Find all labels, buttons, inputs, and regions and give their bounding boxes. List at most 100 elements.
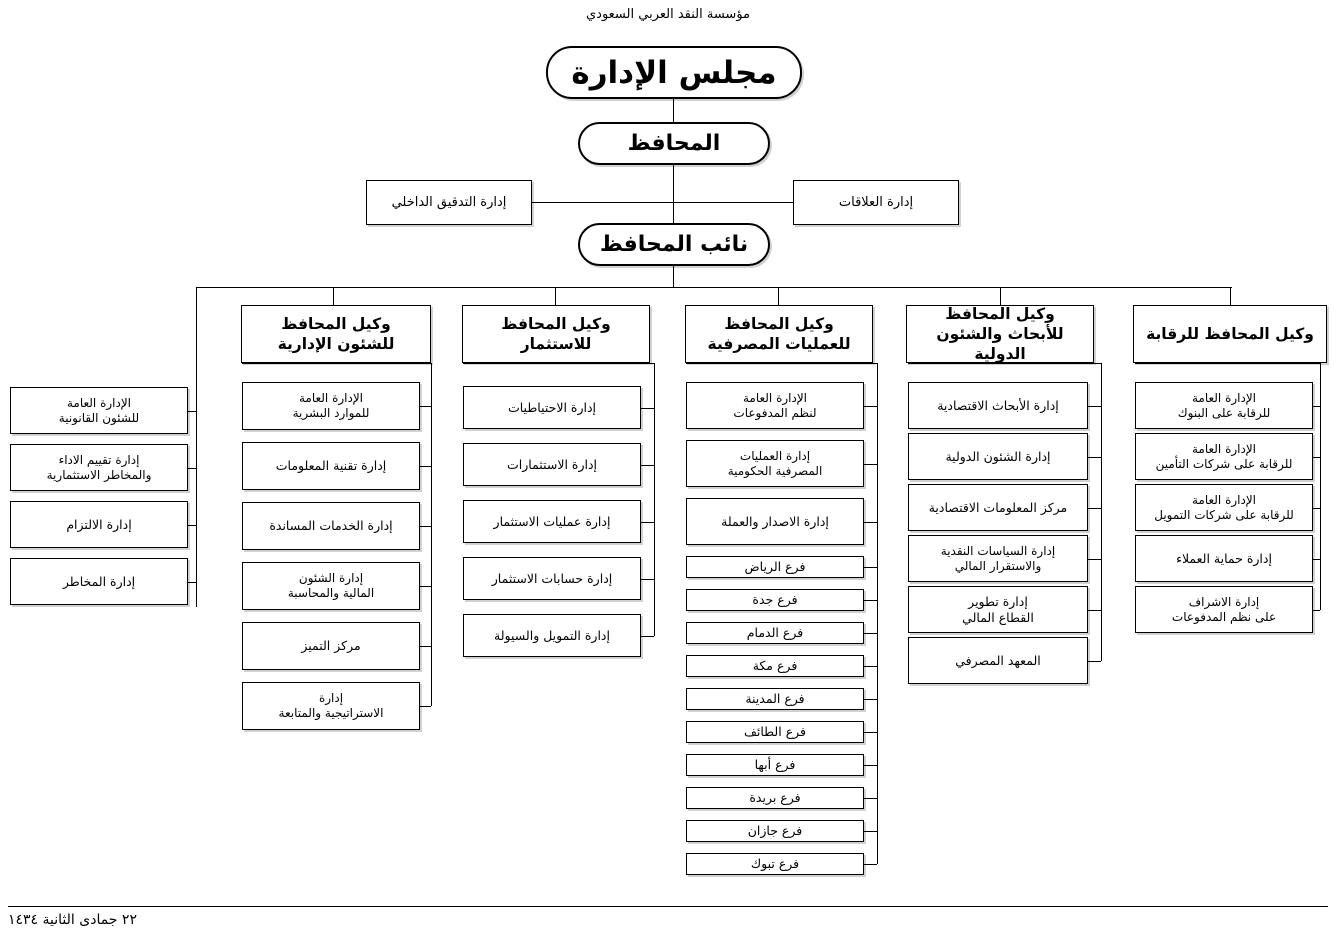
connector-legal-and-risk-stub-2 [188, 524, 196, 526]
connector-research-international-stub-4 [1088, 609, 1101, 611]
node-research-international-item-1[interactable]: إدارة الشئون الدولية [908, 433, 1088, 480]
node-banking-operations-item-11-label: فرع جازان [747, 823, 803, 838]
node-legal-and-risk-item-2[interactable]: إدارة الالتزام [10, 501, 188, 548]
connector-investment-spine [654, 363, 656, 636]
node-administrative-affairs-item-1-label: إدارة تقنية المعلومات [275, 458, 387, 473]
node-investment-item-3[interactable]: إدارة حسابات الاستثمار [463, 557, 641, 600]
node-administrative-affairs-item-3-label: إدارة الشئون المالية والمحاسبة [287, 571, 375, 600]
connector-drop-supervision [1230, 287, 1232, 305]
connector-supervision-stub-3 [1313, 558, 1320, 560]
node-supervision-item-3-label: إدارة حماية العملاء [1176, 550, 1272, 566]
node-banking-operations-item-9-label: فرع أبها [754, 757, 796, 772]
node-research-international-item-2[interactable]: مركز المعلومات الاقتصادية [908, 484, 1088, 531]
node-internal-audit-label: إدارة التدقيق الداخلي [391, 195, 507, 210]
node-banking-operations-item-6[interactable]: فرع مكة [686, 655, 864, 677]
connector-research-international-stub-5 [1088, 660, 1101, 662]
node-research-international-item-5-label: المعهد المصرفي [955, 652, 1041, 668]
node-legal-and-risk-item-1-label: إدارة تقييم الاداء والمخاطر الاستثمارية [46, 452, 152, 482]
connector-administrative-affairs-head-elbow [242, 363, 431, 365]
connector-investment-head-elbow [463, 363, 654, 365]
connector-banking-operations-stub-10 [864, 798, 877, 800]
node-head-investment-label: وكيل المحافظ للاستثمار [501, 315, 611, 353]
node-administrative-affairs-item-1[interactable]: إدارة تقنية المعلومات [242, 442, 420, 490]
node-board-of-directors[interactable]: مجلس الإدارة [546, 46, 802, 99]
node-banking-operations-item-2-label: إدارة الاصدار والعملة [721, 513, 829, 529]
node-banking-operations-item-5[interactable]: فرع الدمام [686, 622, 864, 644]
connector-drop-investment [555, 287, 557, 305]
node-governor[interactable]: المحافظ [578, 122, 770, 165]
node-relations[interactable]: إدارة العلاقات [793, 180, 959, 225]
node-administrative-affairs-item-2[interactable]: إدارة الخدمات المساندة [242, 502, 420, 550]
node-supervision-item-2[interactable]: الإدارة العامة للرقابة على شركات التمويل [1135, 484, 1313, 531]
node-banking-operations-item-11[interactable]: فرع جازان [686, 820, 864, 842]
node-banking-operations-item-1-label: إدارة العمليات المصرفية الحكومية [727, 448, 823, 478]
connector-supervision-stub-0 [1313, 405, 1320, 407]
node-head-research-international[interactable]: وكيل المحافظ للأبحاث والشئون الدولية [906, 305, 1094, 363]
node-banking-operations-item-10[interactable]: فرع بريدة [686, 787, 864, 809]
node-research-international-item-4[interactable]: إدارة تطوير القطاع المالي [908, 586, 1088, 633]
node-supervision-item-2-label: الإدارة العامة للرقابة على شركات التمويل [1154, 492, 1294, 522]
connector-banking-operations-stub-0 [864, 405, 877, 407]
page-title-text: مؤسسة النقد العربي السعودي [579, 7, 757, 22]
node-supervision-item-4[interactable]: إدارة الاشراف على نظم المدفوعات [1135, 586, 1313, 633]
node-head-research-international-label: وكيل المحافظ للأبحاث والشئون الدولية [936, 305, 1064, 363]
connector-banking-operations-stub-9 [864, 765, 877, 767]
node-investment-item-4[interactable]: إدارة التمويل والسيولة [463, 614, 641, 657]
connector-investment-stub-0 [641, 407, 654, 409]
node-banking-operations-item-9[interactable]: فرع أبها [686, 754, 864, 776]
connector-banking-operations-stub-8 [864, 732, 877, 734]
node-legal-and-risk-item-1[interactable]: إدارة تقييم الاداء والمخاطر الاستثمارية [10, 444, 188, 491]
node-head-banking-operations[interactable]: وكيل المحافظ للعمليات المصرفية [685, 305, 873, 363]
page-title: مؤسسة النقد العربي السعودي [0, 7, 1336, 22]
node-banking-operations-item-2[interactable]: إدارة الاصدار والعملة [686, 498, 864, 545]
node-banking-operations-item-4-label: فرع جدة [752, 592, 798, 607]
node-banking-operations-item-3[interactable]: فرع الرياض [686, 556, 864, 578]
node-research-international-item-2-label: مركز المعلومات الاقتصادية [928, 499, 1068, 515]
node-head-investment[interactable]: وكيل المحافظ للاستثمار [462, 305, 650, 363]
node-legal-and-risk-item-2-label: إدارة الالتزام [66, 516, 132, 532]
connector-banking-operations-stub-1 [864, 463, 877, 465]
node-investment-item-1[interactable]: إدارة الاستثمارات [463, 443, 641, 486]
connector-administrative-affairs-stub-3 [420, 586, 431, 588]
node-supervision-item-0[interactable]: الإدارة العامة للرقابة على البنوك [1135, 382, 1313, 429]
connector-supervision-spine [1320, 363, 1322, 610]
node-banking-operations-item-7[interactable]: فرع المدينة [686, 688, 864, 710]
node-banking-operations-item-5-label: فرع الدمام [746, 625, 804, 640]
node-deputy-governor[interactable]: نائب المحافظ [578, 223, 770, 266]
node-investment-item-0[interactable]: إدارة الاحتياطيات [463, 386, 641, 429]
node-research-international-item-0[interactable]: إدارة الأبحاث الاقتصادية [908, 382, 1088, 429]
node-banking-operations-item-7-label: فرع المدينة [745, 691, 805, 706]
node-head-supervision[interactable]: وكيل المحافظ للرقابة [1133, 305, 1327, 363]
node-banking-operations-item-12[interactable]: فرع تبوك [686, 853, 864, 875]
node-banking-operations-item-0[interactable]: الإدارة العامة لنظم المدفوعات [686, 382, 864, 429]
connector-administrative-affairs-stub-1 [420, 466, 431, 468]
connector-banking-operations-stub-2 [864, 521, 877, 523]
node-legal-and-risk-item-0-label: الإدارة العامة للشئون القانونية [58, 395, 140, 425]
connector-administrative-affairs-stub-0 [420, 406, 431, 408]
node-investment-item-2-label: إدارة عمليات الاستثمار [493, 513, 611, 529]
node-investment-item-2[interactable]: إدارة عمليات الاستثمار [463, 500, 641, 543]
node-research-international-item-3[interactable]: إدارة السياسات النقدية والاستقرار المالي [908, 535, 1088, 582]
node-banking-operations-item-8-label: فرع الطائف [743, 724, 807, 739]
node-legal-and-risk-item-3[interactable]: إدارة المخاطر [10, 558, 188, 605]
node-banking-operations-item-6-label: فرع مكة [752, 658, 798, 673]
node-research-international-item-5[interactable]: المعهد المصرفي [908, 637, 1088, 684]
connector-supervision-stub-4 [1313, 609, 1320, 611]
node-banking-operations-item-1[interactable]: إدارة العمليات المصرفية الحكومية [686, 440, 864, 487]
node-administrative-affairs-item-5[interactable]: إدارة الاستراتيجية والمتابعة [242, 682, 420, 730]
node-supervision-item-3[interactable]: إدارة حماية العملاء [1135, 535, 1313, 582]
node-banking-operations-item-4[interactable]: فرع جدة [686, 589, 864, 611]
node-supervision-item-1[interactable]: الإدارة العامة للرقابة على شركات التأمين [1135, 433, 1313, 480]
node-internal-audit[interactable]: إدارة التدقيق الداخلي [366, 180, 532, 225]
node-research-international-item-0-label: إدارة الأبحاث الاقتصادية [937, 397, 1059, 413]
connector-banking-operations-stub-12 [864, 864, 877, 866]
node-administrative-affairs-item-0[interactable]: الإدارة العامة للموارد البشرية [242, 382, 420, 430]
node-administrative-affairs-item-3[interactable]: إدارة الشئون المالية والمحاسبة [242, 562, 420, 610]
connector-research-international-head-elbow [908, 363, 1101, 365]
node-administrative-affairs-item-4[interactable]: مركز التميز [242, 622, 420, 670]
node-research-international-item-4-label: إدارة تطوير القطاع المالي [962, 593, 1034, 625]
node-banking-operations-item-8[interactable]: فرع الطائف [686, 721, 864, 743]
node-head-administrative-affairs[interactable]: وكيل المحافظ للشئون الإدارية [241, 305, 431, 363]
connector-banking-operations-stub-5 [864, 633, 877, 635]
node-legal-and-risk-item-0[interactable]: الإدارة العامة للشئون القانونية [10, 387, 188, 434]
